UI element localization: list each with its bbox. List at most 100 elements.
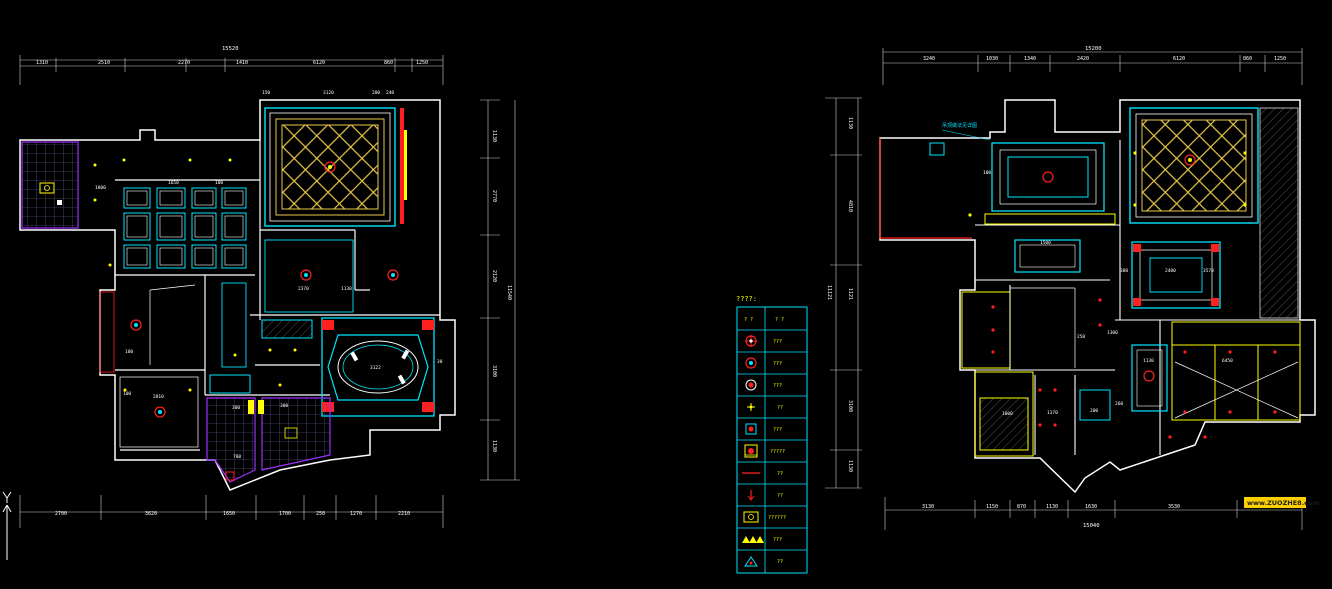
svg-text:1300: 1300 bbox=[1107, 330, 1118, 336]
svg-text:100: 100 bbox=[983, 170, 991, 176]
right-left-total-dimension: 11121 bbox=[826, 285, 832, 300]
smoke-detector-icon bbox=[744, 556, 758, 567]
left-top-total-dimension: 15520 bbox=[222, 46, 239, 52]
right-cross-ceilings bbox=[1009, 287, 1299, 419]
left-bottom-dim-1: 2700 bbox=[55, 511, 67, 517]
svg-text:250: 250 bbox=[1077, 334, 1085, 340]
ucs-axis-icon bbox=[2, 491, 12, 560]
recessed-lamp-icon bbox=[745, 379, 757, 391]
left-bottom-dimension-chain bbox=[19, 495, 444, 528]
right-left-dim-1: 1130 bbox=[847, 117, 853, 129]
left-top-dim-2: 2510 bbox=[98, 60, 110, 66]
left-coffered-ceiling-grid bbox=[123, 187, 247, 269]
svg-text:150: 150 bbox=[262, 90, 270, 96]
right-top-dim-6: 860 bbox=[1243, 56, 1252, 62]
right-top-dim-7: 1250 bbox=[1274, 56, 1286, 62]
legend-row-10-text: ?????? bbox=[768, 515, 786, 521]
left-diamond-ceiling bbox=[264, 107, 407, 227]
svg-text:380: 380 bbox=[1120, 268, 1128, 274]
svg-text:300: 300 bbox=[232, 405, 240, 411]
left-right-dim-3: 2120 bbox=[491, 270, 497, 282]
legend-row-2-text: ??? bbox=[773, 339, 782, 345]
right-top-dim-2: 1030 bbox=[986, 56, 998, 62]
svg-text:2370: 2370 bbox=[298, 286, 309, 292]
downlight-icon: ? ? bbox=[744, 317, 753, 323]
svg-text:1650: 1650 bbox=[168, 180, 179, 186]
left-bottom-dim-4: 1700 bbox=[279, 511, 291, 517]
right-bottom-dim-5: 1630 bbox=[1085, 504, 1097, 510]
right-top-dim-1: 3240 bbox=[923, 56, 935, 62]
legend-title: ????: bbox=[736, 295, 757, 303]
left-right-dim-1: 1130 bbox=[491, 130, 497, 142]
left-bottom-dim-5: 250 bbox=[316, 511, 325, 517]
legend-row-11-text: ??? bbox=[773, 537, 782, 543]
svg-text:2810: 2810 bbox=[153, 394, 164, 400]
svg-text:6450: 6450 bbox=[1222, 358, 1233, 364]
svg-text:1370: 1370 bbox=[1047, 410, 1058, 416]
right-left-dim-3: 1121 bbox=[847, 288, 853, 300]
left-top-dim-4: 1410 bbox=[236, 60, 248, 66]
legend-row-6-text: ??? bbox=[773, 427, 782, 433]
right-outer-walls bbox=[879, 99, 1316, 494]
right-inner-walls bbox=[975, 140, 1300, 455]
right-bottom-dim-6: 3530 bbox=[1168, 504, 1180, 510]
svg-text:100: 100 bbox=[215, 180, 223, 186]
svg-text:200: 200 bbox=[372, 90, 380, 96]
legend-row-5-text: ?? bbox=[777, 405, 783, 411]
right-bottom-total-dimension: 15040 bbox=[1083, 523, 1100, 529]
left-floor-plan: 15520 1310 2510 2270 1410 6120 860 1250 … bbox=[2, 46, 520, 560]
svg-text:200: 200 bbox=[1090, 408, 1098, 414]
left-inner-walls bbox=[115, 140, 440, 451]
right-bottom-dim-3: 870 bbox=[1017, 504, 1026, 510]
svg-text:300: 300 bbox=[280, 403, 288, 409]
spot-lamp-icon bbox=[747, 403, 755, 411]
left-right-dim-2: 2770 bbox=[491, 190, 497, 202]
right-downlights bbox=[991, 298, 1277, 439]
svg-text:3120: 3120 bbox=[323, 90, 334, 96]
right-yellow-zones bbox=[961, 213, 1301, 457]
right-balcony-red-outline bbox=[879, 138, 972, 239]
svg-text:1130: 1130 bbox=[1143, 358, 1154, 364]
left-top-dim-7: 1250 bbox=[416, 60, 428, 66]
right-left-dim-2: 4810 bbox=[847, 200, 853, 212]
exhaust-fan-icon bbox=[745, 423, 757, 435]
legend-row-7-text: ????? bbox=[770, 449, 785, 455]
right-top-dimension-chain bbox=[882, 48, 1303, 85]
svg-text:100: 100 bbox=[125, 349, 133, 355]
watermark-text: www.ZUOZHE8.com bbox=[1247, 499, 1319, 507]
right-red-corners bbox=[1133, 244, 1219, 306]
right-bottom-dim-1: 3130 bbox=[922, 504, 934, 510]
left-top-dimension-chain bbox=[19, 55, 444, 85]
svg-text:1000: 1000 bbox=[1002, 411, 1013, 417]
left-balcony-tiles bbox=[21, 141, 79, 229]
right-top-dim-4: 2420 bbox=[1077, 56, 1089, 62]
left-top-dim-3: 2270 bbox=[178, 60, 190, 66]
right-top-dim-5: 6120 bbox=[1173, 56, 1185, 62]
right-left-dim-5: 1130 bbox=[847, 460, 853, 472]
svg-text:30: 30 bbox=[437, 359, 443, 365]
left-right-dimension-chain bbox=[480, 99, 520, 481]
legend-table: ????: ? ? bbox=[736, 295, 808, 574]
svg-text:2480: 2480 bbox=[1165, 268, 1176, 274]
legend-row-9-text: ?? bbox=[777, 493, 783, 499]
svg-text:260: 260 bbox=[1115, 401, 1123, 407]
wall-lamp-icon bbox=[747, 490, 755, 501]
right-diamond-ceiling bbox=[1129, 107, 1299, 319]
legend-row-12-text: ?? bbox=[777, 559, 783, 565]
right-spotlights bbox=[968, 151, 1247, 217]
right-left-dim-4: 3100 bbox=[847, 400, 853, 412]
right-left-dimension-chain bbox=[825, 97, 862, 489]
right-bottom-dimension-chain bbox=[884, 497, 1303, 530]
ceiling-lamp-red-icon bbox=[745, 335, 757, 347]
legend-row-4-text: ??? bbox=[773, 383, 782, 389]
left-top-dim-1: 1310 bbox=[36, 60, 48, 66]
legend-row-3-text: ??? bbox=[773, 361, 782, 367]
right-ceiling-note: 吊顶做法见详图 bbox=[942, 122, 977, 129]
left-coffered-inner-lines bbox=[126, 190, 244, 266]
heater-box-icon bbox=[743, 511, 759, 523]
right-balcony-fixture bbox=[929, 142, 945, 156]
left-inner-labels: 150 3120 200 240 1800 1650 100 100 2370 … bbox=[95, 90, 443, 460]
left-bottom-dim-7: 2210 bbox=[398, 511, 410, 517]
left-top-dim-6: 860 bbox=[384, 60, 393, 66]
svg-text:240: 240 bbox=[386, 90, 394, 96]
